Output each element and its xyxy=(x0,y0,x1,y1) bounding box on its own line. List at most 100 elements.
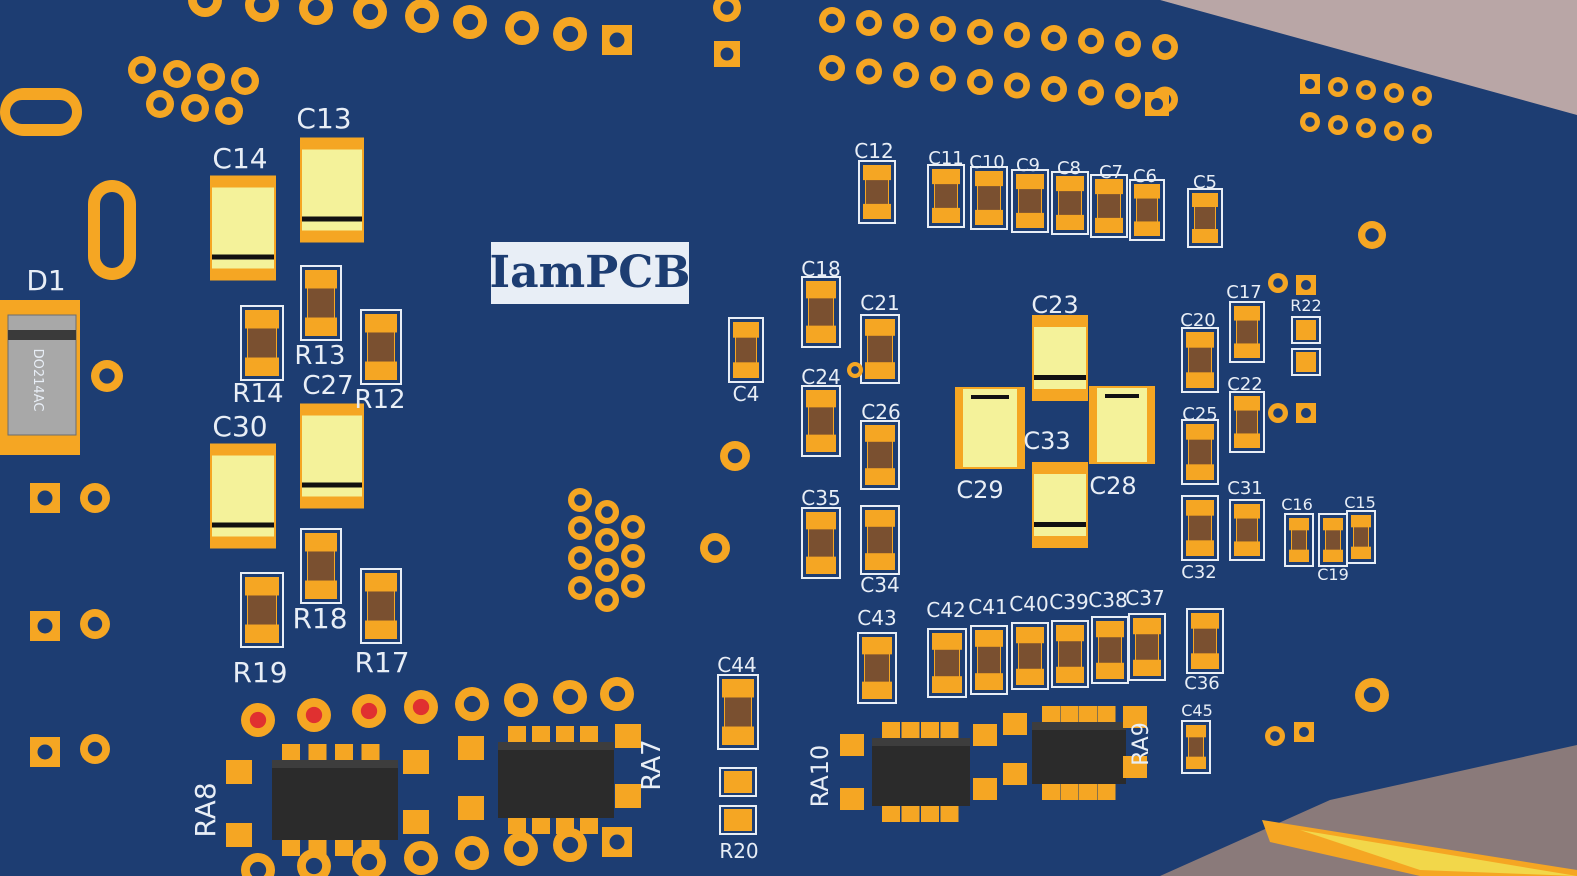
silk-label-c43: C43 xyxy=(857,606,896,630)
silk-label-c22: C22 xyxy=(1227,374,1262,395)
via-hole xyxy=(222,104,236,118)
c36-body xyxy=(1194,628,1216,654)
c31-body xyxy=(1237,518,1257,542)
via-hole xyxy=(627,521,639,533)
silk-label-c37: C37 xyxy=(1125,586,1164,610)
c15-silk-outline xyxy=(1346,510,1376,564)
silk-label-c28: C28 xyxy=(1089,472,1136,500)
c38-body xyxy=(1099,637,1121,663)
c11-silk-outline xyxy=(927,164,965,228)
via-hole xyxy=(1389,88,1399,98)
silk-label-c38: C38 xyxy=(1088,588,1127,612)
silk-label-r17: R17 xyxy=(354,646,409,679)
via-hole xyxy=(135,63,149,77)
c20-body xyxy=(1189,347,1211,373)
c25-body xyxy=(1189,439,1211,465)
c24-body xyxy=(809,407,833,435)
array-edge-pad xyxy=(615,784,641,808)
via-hole xyxy=(1365,228,1379,242)
pad-hole xyxy=(720,47,734,61)
silk-label-c23: C23 xyxy=(1031,291,1078,319)
silk-label-d1: D1 xyxy=(26,264,65,297)
silk-label-c15: C15 xyxy=(1344,493,1376,512)
via-hole xyxy=(627,550,639,562)
array-edge-pad xyxy=(458,796,484,820)
array-edge-pad xyxy=(973,778,997,800)
c5-silk-outline xyxy=(1187,188,1223,248)
c4-silk-outline xyxy=(728,317,764,383)
c5-body xyxy=(1195,207,1215,229)
via-hole xyxy=(1273,408,1283,418)
pad-hole xyxy=(1299,727,1309,737)
via-hole xyxy=(512,840,530,858)
via-hole xyxy=(601,506,613,518)
ra10-chip-top xyxy=(872,738,970,746)
via-hole xyxy=(601,534,613,546)
c26-silk-outline xyxy=(860,420,900,490)
silk-label-c40: C40 xyxy=(1009,592,1048,616)
c40-silk-outline xyxy=(1011,622,1049,690)
array-edge-pad xyxy=(973,724,997,746)
r20-silk xyxy=(719,805,757,835)
c6-silk-outline xyxy=(1129,179,1165,241)
via-hole xyxy=(1158,40,1172,54)
via-hole xyxy=(899,68,913,82)
c37-silk-outline xyxy=(1128,613,1166,681)
c14-polarity-band xyxy=(212,254,274,260)
via-hole xyxy=(513,19,531,37)
array-edge-pad xyxy=(226,823,252,847)
silk-label-c32: C32 xyxy=(1181,562,1216,583)
silk-label-c24: C24 xyxy=(801,365,840,389)
c37-body xyxy=(1136,634,1158,660)
array-edge-pad xyxy=(226,760,252,784)
via-hole xyxy=(601,594,613,606)
silk-label-c16: C16 xyxy=(1281,495,1313,514)
via-hole xyxy=(153,97,167,111)
via-hole xyxy=(561,688,579,706)
pad-hole xyxy=(1301,280,1311,290)
c42-silk-outline xyxy=(927,628,967,698)
via-hole xyxy=(825,61,839,75)
silk-label-c45: C45 xyxy=(1181,701,1213,720)
r19-body xyxy=(248,595,276,625)
via-hole xyxy=(574,552,586,564)
silk-label-c33: C33 xyxy=(1023,427,1070,455)
c29-body xyxy=(963,389,1017,467)
via-hole xyxy=(463,695,481,713)
via-hole xyxy=(1084,86,1098,99)
r22-silk xyxy=(1291,348,1321,376)
via-hole xyxy=(561,25,579,43)
via-hole xyxy=(413,7,431,25)
c6-body xyxy=(1137,198,1157,222)
via-hole xyxy=(1047,82,1061,96)
c45-body xyxy=(1189,737,1203,757)
pad-hole xyxy=(37,490,53,506)
via-hole xyxy=(973,75,987,89)
silk-label-r20: R20 xyxy=(719,839,758,863)
ra10-chip xyxy=(872,738,970,806)
via-hole xyxy=(99,368,115,384)
r20-pad xyxy=(724,771,752,793)
silk-label-ra10: RA10 xyxy=(806,745,834,808)
logo-text: IamPCB xyxy=(490,247,691,298)
silk-label-r13: R13 xyxy=(294,341,345,371)
silk-label-c8: C8 xyxy=(1057,158,1081,179)
via-hole xyxy=(936,72,950,85)
silk-label-c13: C13 xyxy=(296,102,351,135)
r14-silk-outline xyxy=(240,305,284,381)
diode-band xyxy=(8,330,76,340)
pad-hole xyxy=(1301,408,1311,418)
c34-body xyxy=(868,526,892,554)
array-edge-pad xyxy=(1003,763,1027,785)
via-hole xyxy=(1121,37,1135,51)
via-hole xyxy=(851,366,859,374)
via-hole xyxy=(1084,34,1098,48)
c28-polarity-band xyxy=(1105,394,1139,398)
via-hole xyxy=(1270,731,1280,741)
via-hole xyxy=(512,691,530,709)
via-hole xyxy=(727,448,743,464)
pad-hole xyxy=(37,744,53,760)
c41-silk-outline xyxy=(970,625,1008,695)
c20-silk-outline xyxy=(1181,327,1219,393)
